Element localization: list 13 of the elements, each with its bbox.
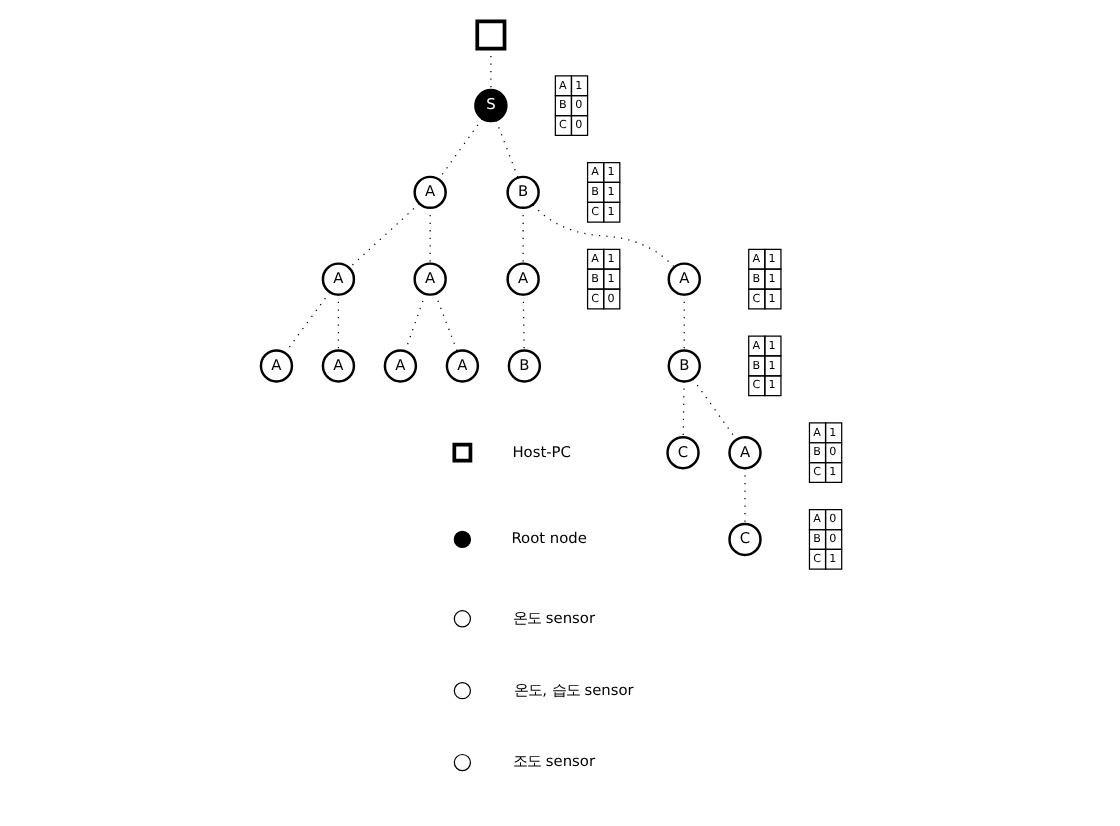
connector — [522, 294, 525, 351]
connector — [284, 291, 331, 354]
connector — [438, 118, 483, 180]
connector — [683, 294, 685, 351]
node-box — [475, 19, 507, 51]
connector — [532, 204, 676, 268]
connector — [744, 467, 746, 525]
connector — [495, 119, 519, 178]
connector — [429, 207, 431, 264]
connector — [682, 380, 685, 438]
connector — [692, 378, 737, 440]
connector — [434, 293, 458, 352]
connector — [337, 294, 340, 351]
